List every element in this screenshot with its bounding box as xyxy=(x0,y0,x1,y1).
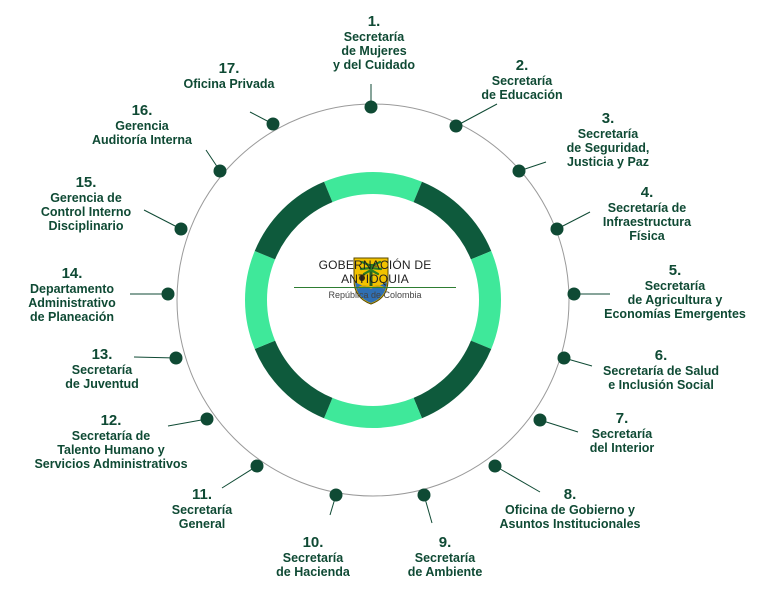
node-label-2: 2. Secretaría de Educación xyxy=(462,57,582,102)
node-number: 17. xyxy=(218,60,240,77)
node-number: 4. xyxy=(640,184,654,201)
node-name: Secretaría del Interior xyxy=(589,427,655,455)
ring-segment xyxy=(470,251,501,349)
node-number: 12. xyxy=(100,412,122,429)
node-dot xyxy=(174,222,188,236)
node-dot xyxy=(329,488,343,502)
node-number: 15. xyxy=(75,174,97,191)
connector-line xyxy=(133,356,177,359)
node-label-10: 10. Secretaría de Hacienda xyxy=(256,534,370,579)
node-name: Secretaría de Talento Humano y Servicios… xyxy=(34,429,188,471)
node-name: Secretaría de Mujeres y del Cuidado xyxy=(333,30,415,72)
node-label-12: 12. Secretaría de Talento Humano y Servi… xyxy=(8,412,214,471)
node-name: Secretaría de Hacienda xyxy=(276,551,350,579)
node-label-16: 16. Gerencia Auditoría Interna xyxy=(68,102,216,147)
ring-segment xyxy=(413,181,492,260)
node-number: 2. xyxy=(515,57,529,74)
node-number: 6. xyxy=(654,347,668,364)
ring-segment xyxy=(254,181,333,260)
node-label-17: 17. Oficina Privada xyxy=(164,60,294,91)
ring-segment xyxy=(324,172,422,203)
node-label-13: 13. Secretaría de Juventud xyxy=(52,346,152,391)
node-dot xyxy=(266,117,280,131)
node-label-11: 11. Secretaría General xyxy=(152,486,252,531)
node-dot xyxy=(550,222,564,236)
node-name: Secretaría de Infraestructura Física xyxy=(602,201,692,243)
node-name: Secretaría de Seguridad, Justicia y Paz xyxy=(566,127,650,169)
node-dot xyxy=(200,412,214,426)
connector-line xyxy=(143,209,182,230)
node-label-5: 5. Secretaría de Agricultura y Economías… xyxy=(585,262,765,321)
node-name: Secretaría de Agricultura y Economías Em… xyxy=(604,279,746,321)
node-name: Oficina de Gobierno y Asuntos Institucio… xyxy=(499,503,641,531)
logo-subtitle: República de Colombia xyxy=(328,290,422,300)
node-label-3: 3. Secretaría de Seguridad, Justicia y P… xyxy=(546,110,670,169)
node-label-1: 1. Secretaría de Mujeres y del Cuidado xyxy=(312,13,436,72)
node-label-6: 6. Secretaría de Salud e Inclusión Socia… xyxy=(578,347,744,392)
node-dot xyxy=(169,351,183,365)
node-dot xyxy=(161,287,175,301)
connector-line xyxy=(221,465,258,489)
node-number: 13. xyxy=(91,346,113,363)
node-label-14: 14. Departamento Administrativo de Plane… xyxy=(12,265,132,324)
node-dot xyxy=(449,119,463,133)
node-label-8: 8. Oficina de Gobierno y Asuntos Institu… xyxy=(474,486,666,531)
connector-line xyxy=(167,418,208,427)
node-number: 10. xyxy=(302,534,324,551)
ring-segment xyxy=(245,251,276,349)
node-number: 16. xyxy=(131,102,153,119)
node-name: Gerencia de Control Interno Disciplinari… xyxy=(40,191,132,233)
node-name: Departamento Administrativo de Planeació… xyxy=(28,282,116,324)
node-dot xyxy=(488,459,502,473)
node-label-4: 4. Secretaría de Infraestructura Física xyxy=(585,184,709,243)
node-label-7: 7. Secretaría del Interior xyxy=(568,410,676,455)
node-dot xyxy=(557,351,571,365)
node-label-15: 15. Gerencia de Control Interno Discipli… xyxy=(24,174,148,233)
node-name: Secretaría General xyxy=(171,503,233,531)
node-number: 1. xyxy=(367,13,381,30)
node-dot xyxy=(567,287,581,301)
ring-segment xyxy=(324,397,422,428)
connector-line xyxy=(494,465,541,493)
node-number: 8. xyxy=(563,486,577,503)
node-dot xyxy=(512,164,526,178)
node-name: Secretaría de Salud e Inclusión Social xyxy=(602,364,720,392)
antioquia-coat-of-arms-icon xyxy=(353,257,389,305)
center-ring-segments xyxy=(245,172,501,428)
node-dots xyxy=(161,100,581,502)
node-number: 3. xyxy=(601,110,615,127)
node-dot xyxy=(250,459,264,473)
node-connectors xyxy=(130,84,610,524)
logo-title: GOBERNACIÓN DE ANTIOQUIA xyxy=(294,258,456,288)
ring-segment xyxy=(413,340,492,419)
node-number: 7. xyxy=(615,410,629,427)
node-name: Secretaría de Juventud xyxy=(65,363,139,391)
node-dot xyxy=(417,488,431,502)
node-label-9: 9. Secretaría de Ambiente xyxy=(390,534,500,579)
connector-line xyxy=(539,419,579,433)
node-name: Gerencia Auditoría Interna xyxy=(91,119,192,147)
node-name: Oficina Privada xyxy=(183,77,275,91)
node-dot xyxy=(213,164,227,178)
node-number: 5. xyxy=(668,262,682,279)
ring-segment xyxy=(254,340,333,419)
node-dot xyxy=(533,413,547,427)
node-number: 11. xyxy=(191,486,213,503)
node-number: 14. xyxy=(61,265,83,282)
node-name: Secretaría de Ambiente xyxy=(407,551,483,579)
node-dot xyxy=(364,100,378,114)
node-number: 9. xyxy=(438,534,452,551)
node-name: Secretaría de Educación xyxy=(481,74,563,102)
connector-line xyxy=(455,103,498,127)
government-logo: GOBERNACIÓN DE ANTIOQUIA República de Co… xyxy=(290,258,460,300)
